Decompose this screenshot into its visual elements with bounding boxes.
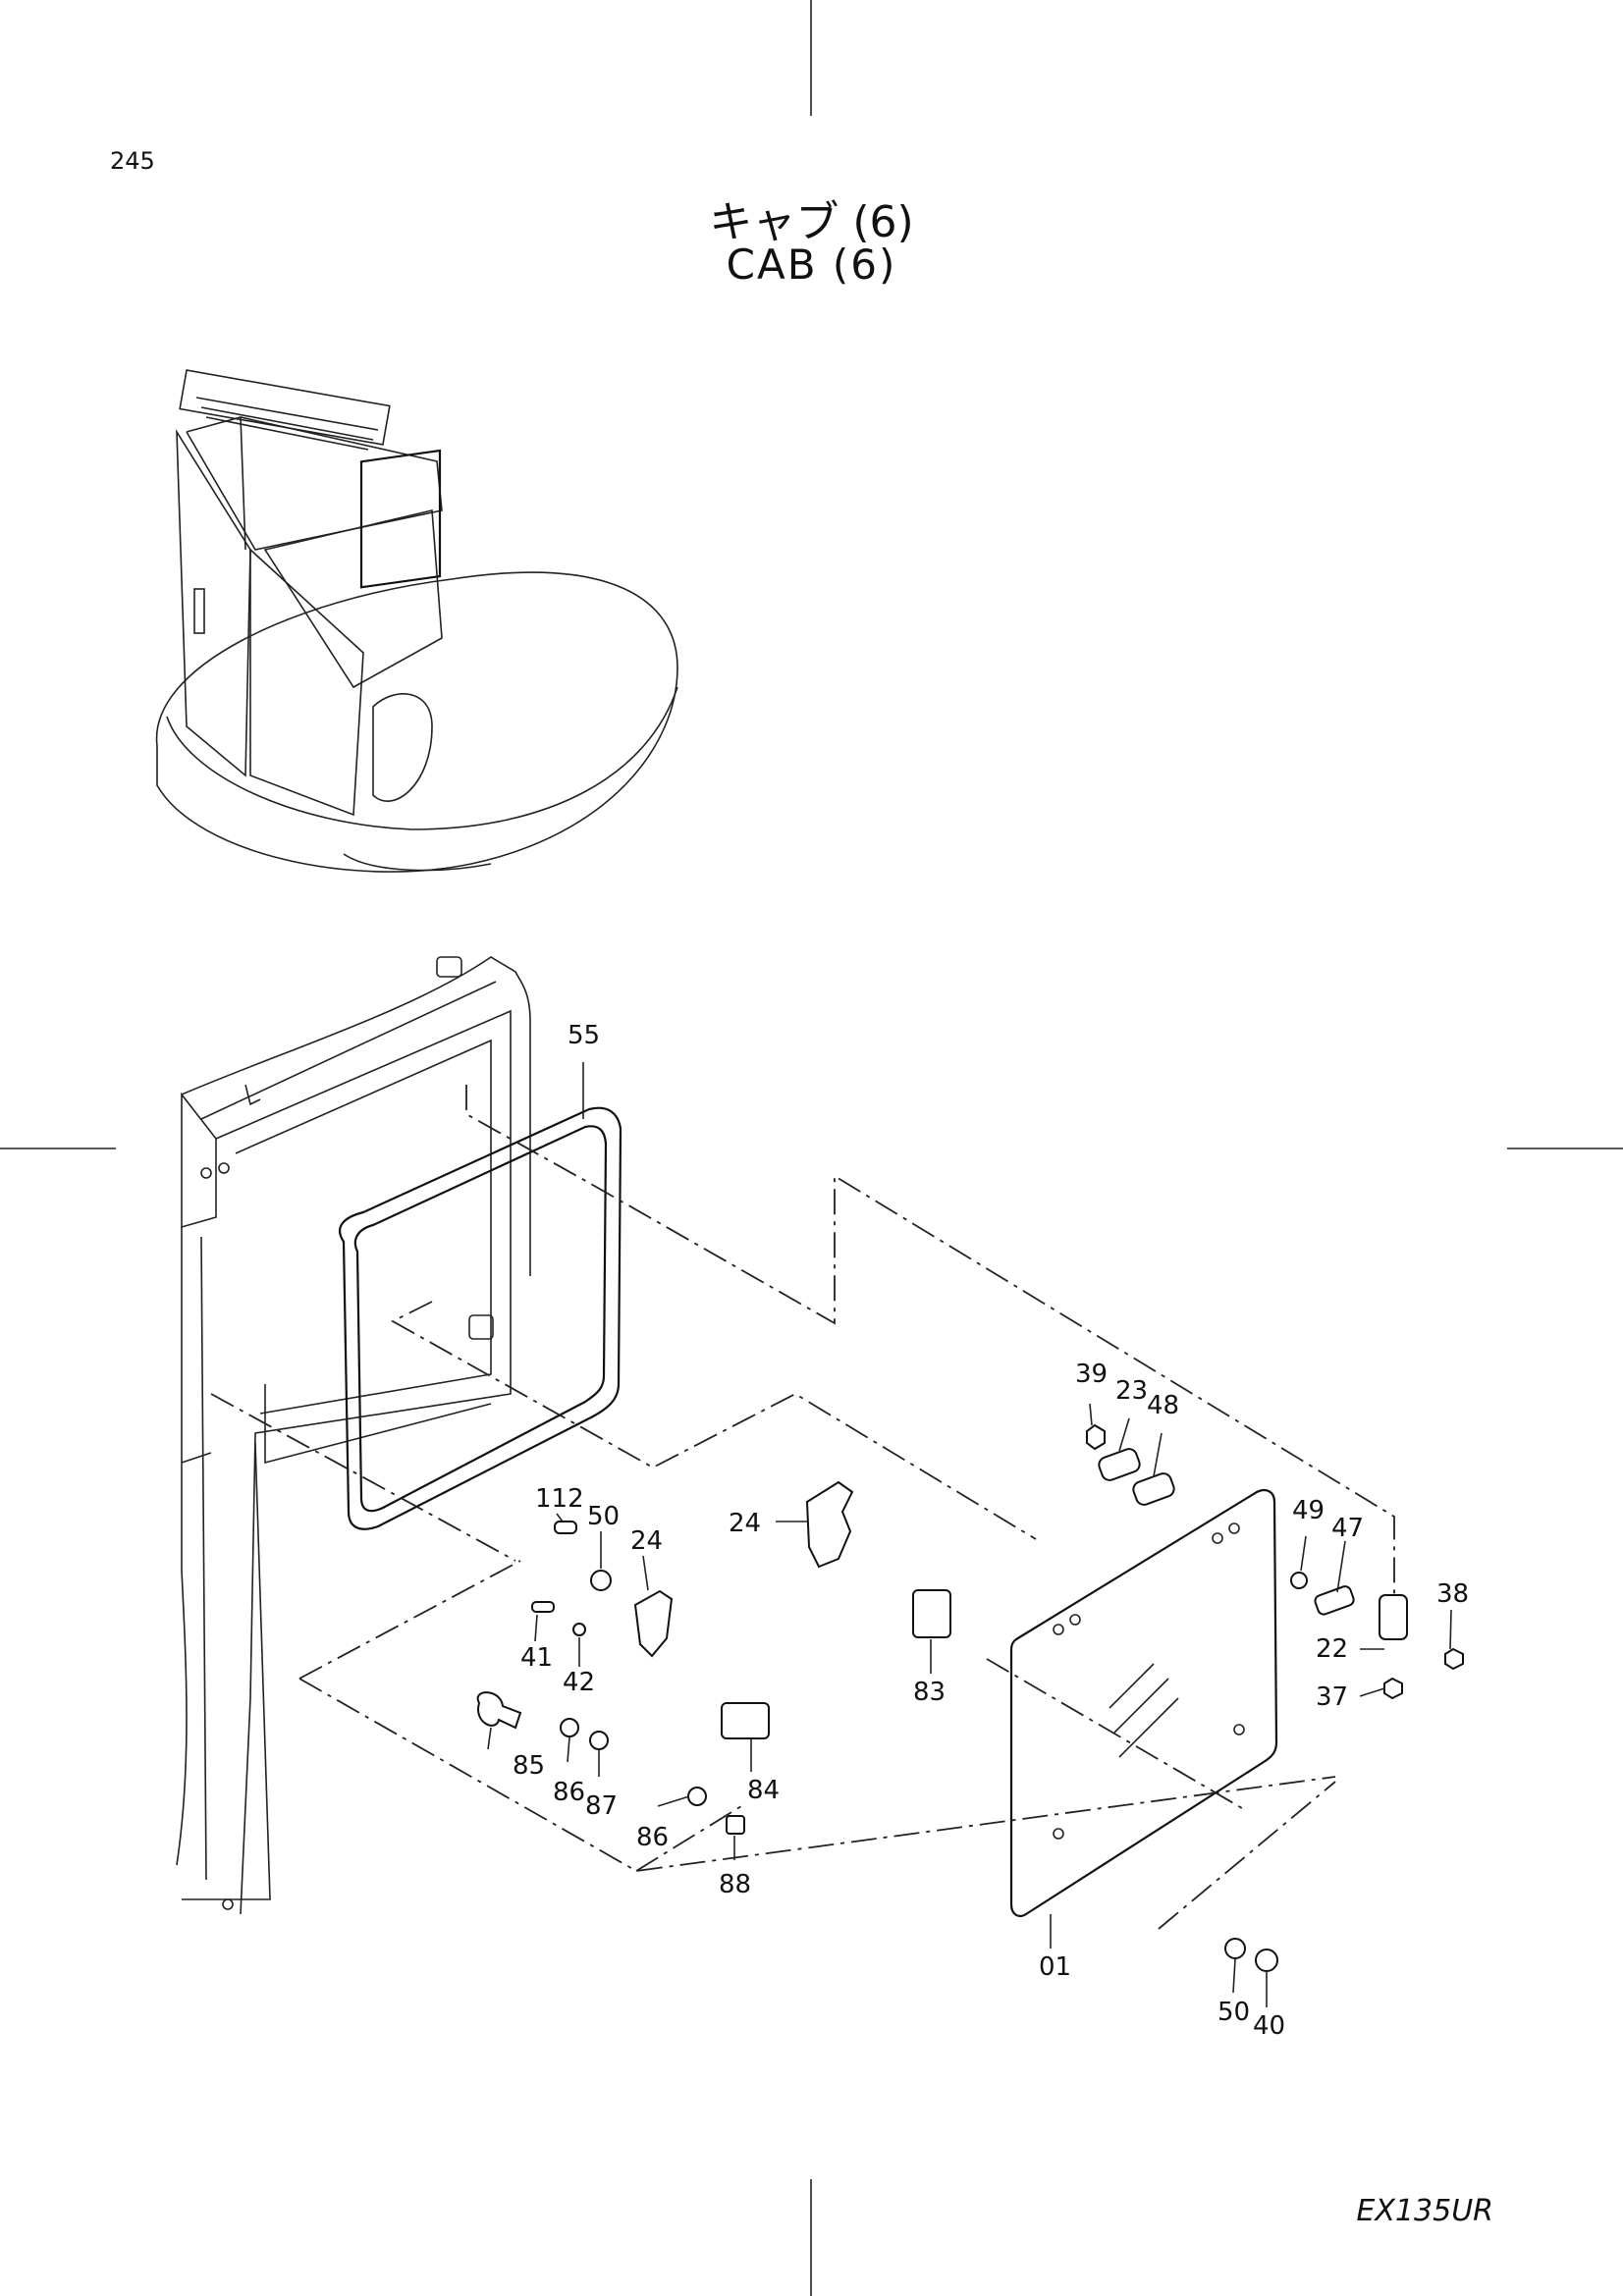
callout-50-a: 50 [587, 1502, 620, 1531]
machine-overview-illustration [155, 369, 678, 873]
callout-24-a: 24 [729, 1509, 761, 1538]
callout-47: 47 [1331, 1514, 1364, 1543]
callout-24-b: 24 [630, 1526, 663, 1556]
callout-48: 48 [1147, 1391, 1179, 1420]
callout-88: 88 [719, 1870, 751, 1899]
callout-86-a: 86 [553, 1778, 585, 1807]
callout-55: 55 [568, 1021, 600, 1050]
callout-22: 22 [1316, 1634, 1348, 1664]
callout-38: 38 [1436, 1579, 1469, 1609]
callout-39: 39 [1075, 1360, 1108, 1389]
part-55-window-seal [339, 1106, 622, 1530]
callout-86-b: 86 [636, 1823, 669, 1852]
diagram-title-en: CAB (6) [726, 240, 897, 289]
callout-87: 87 [585, 1791, 618, 1821]
part-01-glass-panel [1009, 1488, 1278, 1918]
callout-49: 49 [1292, 1496, 1325, 1525]
callout-84: 84 [747, 1776, 780, 1805]
callout-42: 42 [563, 1668, 595, 1697]
model-code: EX135UR [1356, 2194, 1493, 2228]
diagram-title-jp: キャブ (6) [709, 197, 914, 247]
callout-41: 41 [520, 1643, 553, 1673]
page-number: 245 [110, 147, 155, 175]
callout-23: 23 [1115, 1376, 1148, 1406]
callout-50-b: 50 [1217, 1998, 1250, 2027]
cab-frame [176, 956, 531, 1915]
callout-labels: 55 39 23 48 49 47 38 22 37 24 24 112 50 … [513, 1021, 1469, 2041]
callout-leaders [487, 1062, 1452, 2007]
callout-37: 37 [1316, 1682, 1348, 1712]
assembly-phantom-lines [210, 1085, 1395, 1930]
callout-85: 85 [513, 1751, 545, 1781]
hardware-parts [476, 1423, 1464, 1972]
callout-40: 40 [1253, 2011, 1285, 2041]
callout-01: 01 [1039, 1952, 1071, 1982]
callout-112: 112 [535, 1484, 584, 1514]
callout-83: 83 [913, 1678, 946, 1707]
